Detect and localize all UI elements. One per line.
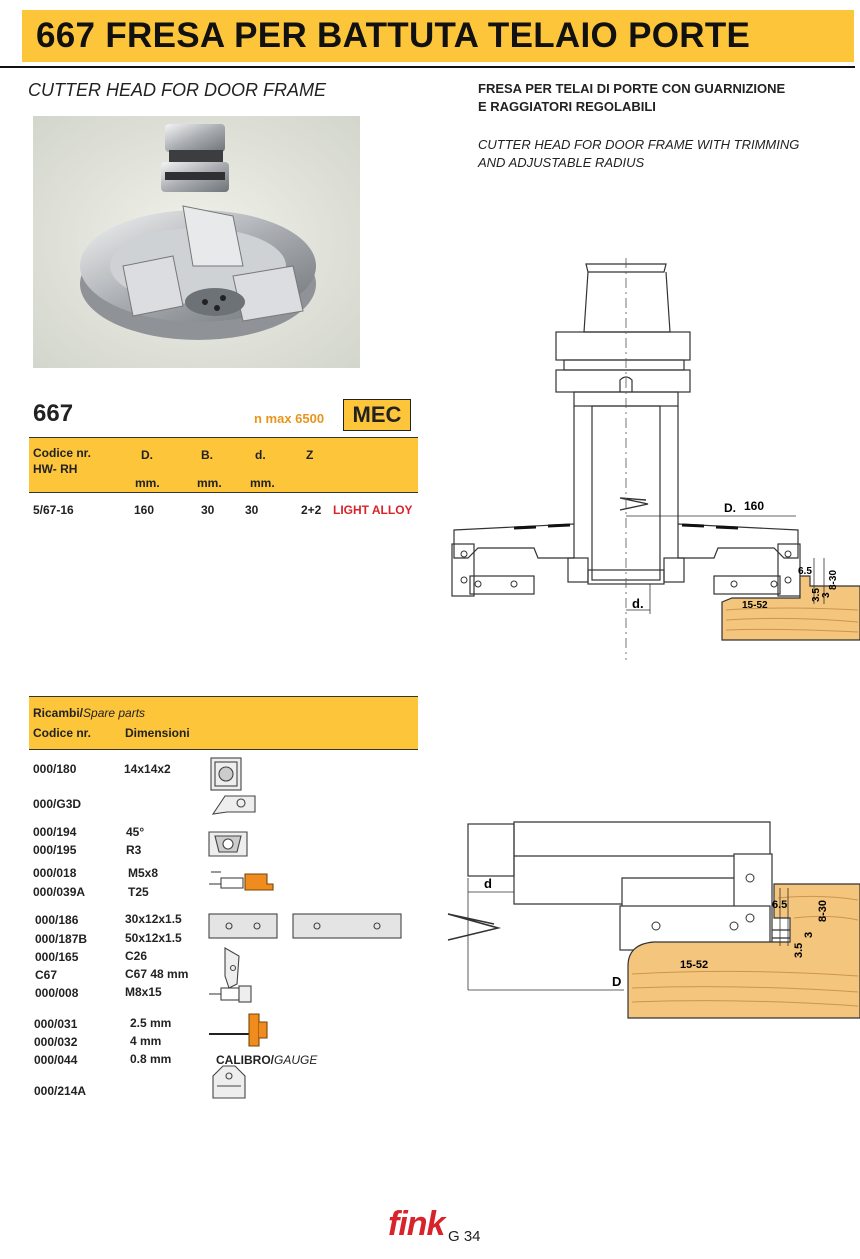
c26-chip-icon — [224, 947, 240, 989]
mec-badge: MEC — [343, 399, 411, 431]
spare-dim: R3 — [126, 843, 142, 857]
page-number: G 34 — [448, 1228, 481, 1245]
description-it: FRESA PER TELAI DI PORTE CON GUARNIZIONE… — [478, 80, 838, 116]
col-B: B. — [201, 448, 213, 462]
detail-dim-8-30: 8-30 — [817, 900, 829, 922]
spare-col-code: Codice nr. — [33, 726, 92, 740]
spare-title: Ricambi/Spare parts — [33, 706, 145, 720]
knife-long-icon — [292, 913, 402, 939]
spare-dim: 45° — [126, 825, 145, 839]
spare-dim: 14x14x2 — [124, 762, 171, 776]
g3d-cutter-icon — [211, 795, 256, 815]
technical-drawing-detail: d D 6.5 8-30 3.5 3 15-52 — [447, 821, 860, 1019]
spare-dim: M5x8 — [128, 866, 159, 880]
insert-square-icon — [210, 757, 242, 791]
dim-6-5: 6.5 — [798, 566, 812, 577]
row-material: LIGHT ALLOY — [333, 503, 413, 517]
spare-code: 000/044 — [34, 1053, 78, 1067]
hex-key-icon — [209, 1013, 268, 1047]
spare-code: 000/165 — [35, 950, 79, 964]
spare-code: 000/214A — [34, 1084, 87, 1098]
unit-B: mm. — [197, 476, 222, 490]
spec-code: 667 — [33, 400, 74, 427]
spare-parts-sketches — [208, 757, 402, 1099]
unit-d: mm. — [250, 476, 275, 490]
row-D: 160 — [134, 503, 155, 517]
spare-dim: 50x12x1.5 — [125, 931, 182, 945]
description-en: CUTTER HEAD FOR DOOR FRAME WITH TRIMMING… — [478, 136, 838, 172]
spare-code: 000/018 — [33, 866, 77, 880]
spare-dim: C67 48 mm — [125, 967, 189, 981]
spare-code: 000/039A — [33, 885, 86, 899]
spare-dim: 4 mm — [130, 1034, 162, 1048]
gauge-icon — [212, 1065, 246, 1099]
title-rule — [0, 66, 855, 68]
col-code: Codice nr. — [33, 446, 92, 460]
spare-dim: 30x12x1.5 — [125, 912, 182, 926]
spare-code: 000/195 — [33, 843, 77, 857]
detail-d-label: d — [484, 876, 492, 891]
detail-dim-3: 3 — [803, 932, 815, 938]
spare-dim: 0.8 mm — [130, 1052, 172, 1066]
spare-code: 000/180 — [33, 762, 77, 776]
spare-code: 000/187B — [35, 932, 88, 946]
spare-title-en: Spare parts — [83, 706, 146, 720]
spare-col-dim: Dimensioni — [125, 726, 190, 740]
detail-dim-15-52: 15-52 — [680, 959, 708, 971]
spare-title-it: Ricambi/ — [33, 706, 84, 720]
dim-d-label: d. — [632, 596, 644, 611]
detail-dim-6-5: 6.5 — [772, 899, 787, 911]
technical-drawing-assembly: D. 160 d. 6.5 8-30 3.5 3 15-52 — [451, 258, 860, 660]
spare-code: 000/G3D — [33, 797, 82, 811]
screw-icon — [209, 871, 274, 891]
row-code: 5/67-16 — [33, 503, 74, 517]
spare-code: 000/031 — [34, 1017, 78, 1031]
description-en-line1: CUTTER HEAD FOR DOOR FRAME WITH TRIMMING — [478, 137, 800, 152]
description-it-line1: FRESA PER TELAI DI PORTE CON GUARNIZIONE — [478, 81, 786, 96]
spare-dim: 2.5 mm — [130, 1016, 172, 1030]
dim-3-5: 3.5 — [811, 588, 822, 602]
knife-short-icon — [208, 913, 278, 939]
spare-code: 000/186 — [35, 913, 79, 927]
row-B: 30 — [201, 503, 215, 517]
spare-parts-header: Ricambi/Spare parts Codice nr. Dimension… — [29, 696, 418, 750]
spare-code: 000/008 — [35, 986, 79, 1000]
col-hw: HW- RH — [33, 462, 78, 476]
detail-D-label: D — [612, 974, 621, 989]
dim-D-label: D. — [724, 501, 736, 515]
product-photo — [33, 116, 360, 368]
spare-dim: M8x15 — [125, 985, 162, 999]
page-title: 667 FRESA PER BATTUTA TELAIO PORTE — [36, 16, 751, 55]
spare-code: 000/194 — [33, 825, 77, 839]
description-en-line2: AND ADJUSTABLE RADIUS — [478, 155, 645, 170]
description-it-line2: E RAGGIATORI REGOLABILI — [478, 99, 656, 114]
spare-code: C67 — [35, 968, 58, 982]
col-Z: Z — [306, 448, 314, 462]
brand-logo: fink — [388, 1205, 445, 1243]
spare-dim: T25 — [128, 885, 149, 899]
max-rpm: n max 6500 — [254, 411, 325, 426]
gauge-label-en: GAUGE — [274, 1053, 318, 1067]
dim-8-30: 8-30 — [828, 570, 839, 590]
dim-15-52: 15-52 — [742, 600, 768, 611]
dim-D-value: 160 — [744, 499, 764, 513]
col-D: D. — [141, 448, 153, 462]
spare-code: 000/032 — [34, 1035, 78, 1049]
row-Z: 2+2 — [301, 503, 322, 517]
title-bar: 667 FRESA PER BATTUTA TELAIO PORTE — [22, 10, 854, 62]
spec-table-header: Codice nr. HW- RH D. B. d. Z mm. mm. mm. — [29, 437, 418, 493]
row-d: 30 — [245, 503, 259, 517]
gauge-label-it: CALIBRO/ — [216, 1053, 274, 1067]
subtitle-en: CUTTER HEAD FOR DOOR FRAME — [28, 80, 327, 100]
dim-3: 3 — [821, 592, 832, 598]
gauge-label: CALIBRO/GAUGE — [216, 1053, 317, 1067]
unit-D: mm. — [135, 476, 160, 490]
detail-dim-3-5: 3.5 — [793, 943, 805, 958]
col-d: d. — [255, 448, 266, 462]
radius-cutter-icon — [208, 831, 248, 857]
spare-dim: C26 — [125, 949, 148, 963]
screw-m8-icon — [209, 985, 252, 1003]
